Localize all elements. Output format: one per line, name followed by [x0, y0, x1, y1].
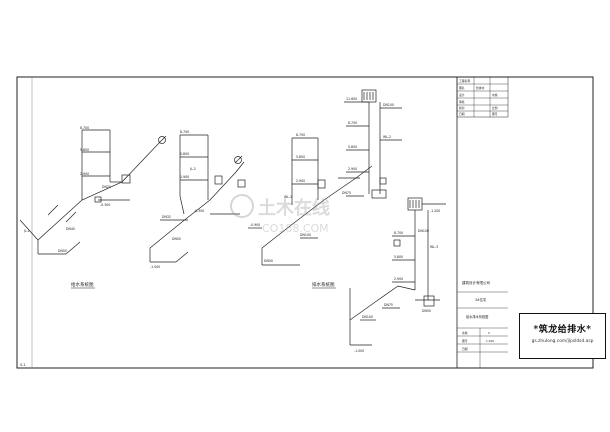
- left-caption: 给水系统图: [71, 281, 94, 288]
- middle-water-labels: 8.700 5.800 2.900 -0.300 JL-2 DN32 DN50 …: [150, 130, 204, 269]
- label-elevation: 5.800: [296, 155, 305, 159]
- label-pipe: DN75: [342, 191, 351, 195]
- label-riser: JL-1: [23, 229, 30, 233]
- title-block-project: 3#住宅: [475, 297, 486, 302]
- drainage-upper-labels: 8.700 5.800 2.900 WL-1 DN100 -0.900 DN75…: [250, 133, 351, 289]
- title-block-cell: 比例: [492, 106, 498, 110]
- label-pipe: DN100: [362, 315, 373, 319]
- label-pipe: DN100: [383, 103, 394, 107]
- label-elevation: -1.000: [150, 265, 160, 269]
- title-block-cell: 工程名称: [459, 79, 470, 83]
- label-pipe: DN40: [66, 227, 75, 231]
- drainage-stack-labels: 11.600 8.700 5.800 2.900 DN100 WL-2 -1.2…: [346, 97, 440, 233]
- drawing-frame: [16, 76, 594, 369]
- watermark-logo-icon: [230, 194, 254, 218]
- label-riser: WL-1: [284, 195, 292, 199]
- title-block-cell: 水施: [462, 331, 468, 335]
- title-block-cell: S: [488, 331, 490, 335]
- title-block-cell: 图名: [459, 86, 465, 90]
- label-elevation: 5.800: [394, 255, 403, 259]
- label-pipe: DN50: [58, 249, 67, 253]
- label-pipe: DN50: [264, 259, 273, 263]
- label-elevation: -0.900: [250, 223, 260, 227]
- title-block-cell: 图号: [492, 112, 498, 116]
- label-elevation: 8.700: [180, 130, 189, 134]
- stamp-box: *筑龙给排水* gs.zhulong.com/jlpsldsd.asp: [519, 313, 606, 359]
- label-elevation: 8.700: [348, 121, 357, 125]
- label-elevation: -1.000: [354, 349, 364, 353]
- label-elevation: -0.300: [100, 203, 110, 207]
- label-elevation: 2.900: [296, 179, 305, 183]
- label-elevation: 11.600: [346, 97, 357, 101]
- stamp-title: *筑龙给排水*: [533, 325, 592, 335]
- drainage-stack: [344, 89, 402, 199]
- title-block-cell: 日期: [459, 112, 465, 116]
- label-riser: JL-2: [189, 167, 196, 171]
- title-block-company: 建筑设计有限公司: [462, 280, 490, 285]
- label-elevation: 5.800: [80, 148, 89, 152]
- left-water-system: [19, 129, 167, 255]
- label-pipe: DN100: [418, 229, 429, 233]
- drainage-system-lower: [349, 197, 446, 346]
- label-elevation: 5.800: [348, 145, 357, 149]
- label-elevation: 2.900: [348, 167, 357, 171]
- label-pipe: DN50: [172, 237, 181, 241]
- title-block-cell: 设计: [459, 93, 465, 97]
- title-block-drawing-name: 给水排水系统图: [466, 314, 488, 319]
- title-block-cell: 给排水: [476, 86, 485, 90]
- label-elevation: 2.900: [80, 172, 89, 176]
- label-elevation: 8.700: [394, 231, 403, 235]
- label-elevation: -1.200: [430, 209, 440, 213]
- label-riser: WL-3: [430, 245, 438, 249]
- watermark-name: 土木在线: [258, 197, 330, 219]
- watermark-site: CO188.COM: [262, 222, 329, 235]
- stamp-url[interactable]: gs.zhulong.com/jlpsldsd.asp: [531, 339, 594, 344]
- left-water-labels: 8.700 5.800 2.900 -0.300 JL-1 DN50 DN40 …: [23, 126, 111, 289]
- label-elevation: 2.900: [394, 277, 403, 281]
- label-riser: WL-2: [383, 135, 391, 139]
- title-block-cell: 日期: [462, 347, 468, 351]
- label-elevation: 5.800: [180, 152, 189, 156]
- middle-water-system: [149, 134, 246, 263]
- title-block-cell: 审核: [459, 100, 465, 104]
- title-block-cell: 1:100: [486, 339, 494, 343]
- drainage-system-upper: [248, 137, 373, 266]
- watermark: 土木在线 CO188.COM: [230, 194, 330, 235]
- label-pipe: DN32: [162, 215, 171, 219]
- margin-code: S-1: [20, 363, 26, 367]
- label-pipe: DN75: [384, 303, 393, 307]
- label-elevation: 2.900: [180, 175, 189, 179]
- label-elevation: 8.700: [80, 126, 89, 130]
- label-pipe: DN50: [422, 309, 431, 313]
- label-pipe: DN25: [102, 185, 111, 189]
- drainage-lower-labels: 8.700 5.800 2.900 WL-3 DN75 -1.000 DN100…: [354, 231, 438, 353]
- title-block-cell: 图号: [462, 339, 468, 343]
- label-elevation: 8.700: [296, 133, 305, 137]
- title-block-cell: 水施: [492, 93, 498, 97]
- title-block-cell: 校对: [459, 106, 465, 110]
- label-pipe: DN100: [300, 233, 311, 237]
- label-elevation: -0.300: [194, 209, 204, 213]
- right-caption: 排水系统图: [312, 281, 335, 288]
- title-block: 工程名称 图名 给排水 设计 水施 审核 校对 比例 日期 图号 建筑设计有限公…: [456, 76, 509, 368]
